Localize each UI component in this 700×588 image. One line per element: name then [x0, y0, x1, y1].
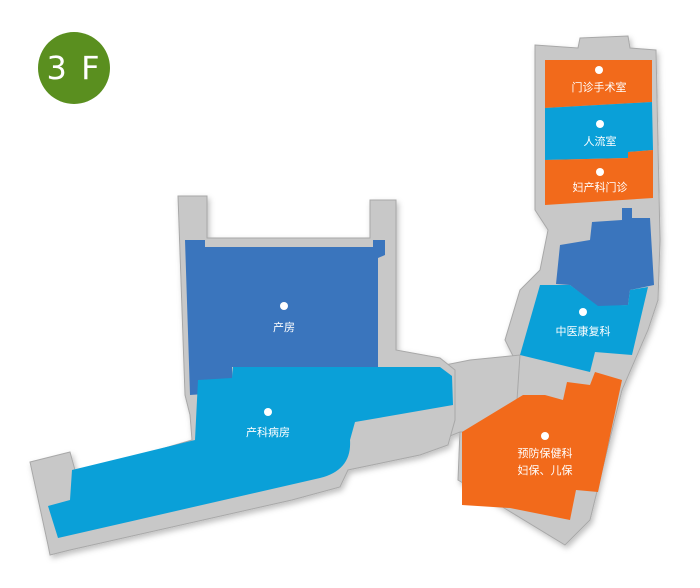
room-tcm-rehab-label: 中医康复科: [556, 324, 611, 338]
room-prevention-marker: [541, 432, 549, 440]
room-abortion[interactable]: 人流室: [545, 102, 653, 160]
room-surgery-area: [545, 60, 652, 108]
room-abortion-label: 人流室: [584, 134, 617, 148]
room-gyn-clinic-label: 妇产科门诊: [573, 180, 628, 194]
room-maternity-ward-marker: [264, 408, 272, 416]
room-gyn-clinic-area: [545, 150, 653, 205]
room-prevention[interactable]: 预防保健科 妇保、儿保: [462, 372, 622, 520]
room-tcm-rehab-area: [520, 285, 648, 372]
room-abortion-area: [545, 102, 653, 160]
room-unnamed-dark: [556, 208, 654, 307]
room-maternity-ward-label: 产科病房: [246, 425, 290, 439]
room-maternity-ward[interactable]: 产科病房: [48, 367, 453, 538]
room-abortion-marker: [596, 120, 604, 128]
room-surgery-label: 门诊手术室: [572, 80, 627, 94]
room-maternity-ward-area: [48, 367, 453, 538]
floor-badge: 3 F: [38, 32, 110, 104]
room-surgery-marker: [595, 66, 603, 74]
room-delivery-area: [185, 240, 385, 395]
room-prevention-area: [462, 372, 622, 520]
room-gyn-clinic-marker: [596, 168, 604, 176]
room-surgery[interactable]: 门诊手术室: [545, 60, 652, 108]
room-tcm-rehab[interactable]: 中医康复科: [520, 285, 648, 372]
room-prevention-label-line1: 预防保健科: [518, 446, 573, 460]
room-delivery-label: 产房: [273, 320, 295, 334]
room-delivery-marker: [280, 302, 288, 310]
room-gyn-clinic[interactable]: 妇产科门诊: [545, 150, 653, 205]
room-tcm-rehab-marker: [579, 308, 587, 316]
room-prevention-label-line2: 妇保、儿保: [518, 463, 573, 477]
room-unnamed-dark-area: [556, 208, 654, 307]
room-delivery[interactable]: 产房: [185, 240, 385, 395]
